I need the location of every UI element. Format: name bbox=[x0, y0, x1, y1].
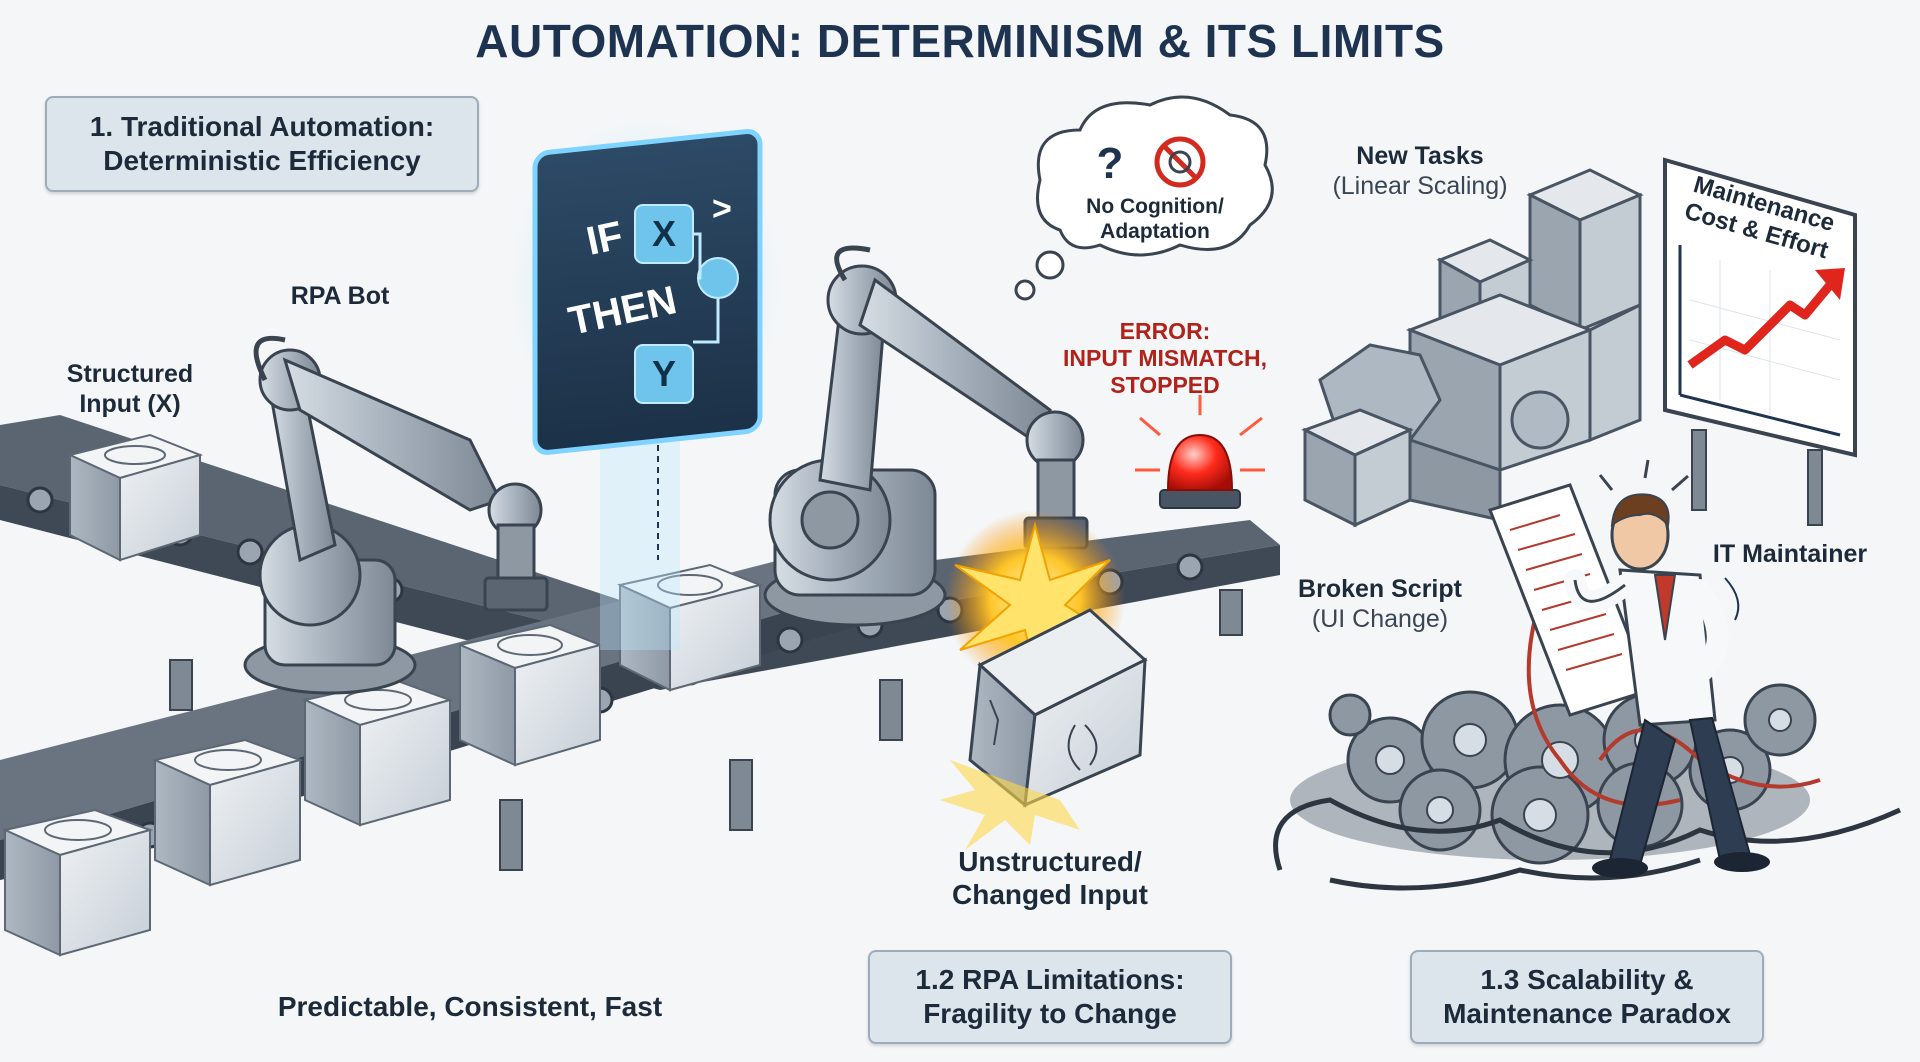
section-1-3-line1: 1.3 Scalability & bbox=[1480, 964, 1694, 996]
question-mark-icon: ? bbox=[1097, 139, 1124, 188]
structured-input-label: Structured Input (X) bbox=[40, 360, 220, 419]
new-tasks-line1: New Tasks bbox=[1356, 142, 1484, 170]
structured-input-line2: Input (X) bbox=[79, 389, 181, 418]
error-message: ERROR: INPUT MISMATCH, STOPPED bbox=[1030, 318, 1300, 399]
it-maintainer-figure bbox=[1564, 459, 1770, 878]
thought-line2: Adaptation bbox=[1100, 219, 1210, 243]
failing-robot-arm bbox=[763, 245, 1089, 627]
section-1-3-line2: Maintenance Paradox bbox=[1443, 998, 1731, 1029]
linear-scaling-line: (Linear Scaling) bbox=[1332, 171, 1508, 200]
rule-y: Y bbox=[652, 353, 676, 394]
unstructured-line1: Unstructured/ bbox=[958, 846, 1142, 877]
section-1-2-line2: Fragility to Change bbox=[923, 998, 1177, 1029]
input-box bbox=[151, 738, 304, 887]
structured-input-line1: Structured bbox=[66, 360, 194, 388]
input-box bbox=[1, 808, 154, 957]
error-line1: ERROR: bbox=[1119, 318, 1211, 344]
scaling-blocks bbox=[1301, 168, 1644, 528]
thought-text: No Cognition/ Adaptation bbox=[1055, 195, 1255, 245]
unstructured-input-label: Unstructured/ Changed Input bbox=[920, 845, 1180, 911]
unstructured-line2: Changed Input bbox=[952, 879, 1148, 911]
rpa-bot-label: RPA Bot bbox=[290, 282, 390, 310]
input-box bbox=[616, 563, 764, 692]
page-title: AUTOMATION: DETERMINISM & ITS LIMITS bbox=[475, 15, 1445, 67]
section-1-panel: 1. Traditional Automation: Deterministic… bbox=[45, 96, 479, 192]
unstructured-input-cube bbox=[940, 608, 1148, 850]
callout-lines bbox=[1724, 577, 1740, 621]
input-box bbox=[456, 623, 604, 767]
section-1-line1: 1. Traditional Automation: bbox=[89, 111, 435, 143]
error-line3: STOPPED bbox=[1110, 372, 1220, 399]
gear-scrap-heap bbox=[1273, 599, 1902, 891]
tagline: Predictable, Consistent, Fast bbox=[277, 991, 663, 1022]
thought-bubble: ? bbox=[1014, 95, 1274, 301]
rule-x: X bbox=[652, 213, 676, 254]
ui-change-line: (UI Change) bbox=[1311, 604, 1449, 633]
alarm-siren-icon bbox=[1135, 395, 1265, 509]
error-line2: INPUT MISMATCH, bbox=[1062, 345, 1267, 372]
broken-script-line1: Broken Script bbox=[1298, 575, 1462, 603]
section-1-2-panel: 1.2 RPA Limitations: Fragility to Change bbox=[868, 950, 1232, 1044]
it-maintainer-label: IT Maintainer bbox=[1712, 540, 1868, 568]
rule-gt: > bbox=[712, 190, 732, 228]
section-1-line2: Deterministic Efficiency bbox=[103, 145, 421, 176]
rpa-bot-arm bbox=[243, 335, 549, 695]
rule-screen: IF X > THEN Y bbox=[510, 120, 780, 650]
thought-line1: No Cognition/ bbox=[1086, 195, 1224, 218]
new-tasks-label: New Tasks (Linear Scaling) bbox=[1310, 142, 1530, 201]
input-box bbox=[66, 433, 204, 562]
maintenance-cost-sign bbox=[1663, 157, 1857, 526]
input-box bbox=[301, 678, 454, 827]
section-1-3-panel: 1.3 Scalability & Maintenance Paradox bbox=[1410, 950, 1764, 1044]
structured-input-boxes bbox=[1, 433, 764, 957]
broken-script-label: Broken Script (UI Change) bbox=[1280, 575, 1480, 634]
section-1-2-line1: 1.2 RPA Limitations: bbox=[915, 964, 1185, 996]
